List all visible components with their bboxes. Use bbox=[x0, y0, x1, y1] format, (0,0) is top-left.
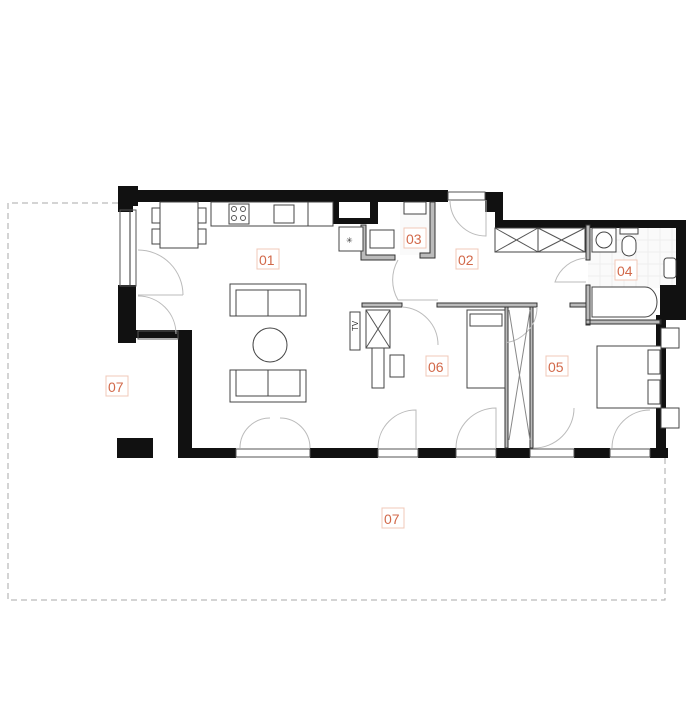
terrace-outline bbox=[7, 202, 666, 601]
living-furniture: TV bbox=[229, 283, 361, 403]
room-labels: 01 02 03 04 05 06 07 07 bbox=[105, 227, 638, 529]
exterior-walls bbox=[117, 186, 686, 458]
svg-text:04: 04 bbox=[617, 263, 633, 279]
room-label-07-bottom: 07 bbox=[381, 507, 405, 529]
bedroom-06-furniture bbox=[365, 309, 531, 441]
svg-text:02: 02 bbox=[458, 252, 474, 268]
interior-walls bbox=[360, 201, 662, 449]
svg-text:01: 01 bbox=[259, 252, 275, 268]
room-label-02: 02 bbox=[455, 248, 479, 270]
svg-text:07: 07 bbox=[384, 511, 400, 527]
room-label-07-left: 07 bbox=[105, 375, 129, 397]
svg-text:07: 07 bbox=[108, 379, 124, 395]
windows bbox=[119, 191, 651, 458]
room-label-05: 05 bbox=[545, 355, 569, 377]
tv-label: TV bbox=[351, 320, 360, 331]
svg-text:03: 03 bbox=[406, 231, 422, 247]
kitchen: ✳ bbox=[151, 201, 364, 252]
room-label-01: 01 bbox=[256, 248, 280, 270]
door-swings bbox=[137, 199, 651, 449]
bathroom-fixtures bbox=[369, 201, 677, 325]
vent-icon: ✳ bbox=[346, 236, 353, 245]
room-label-06: 06 bbox=[425, 355, 449, 377]
svg-text:06: 06 bbox=[428, 359, 444, 375]
bedroom-05-furniture bbox=[596, 327, 680, 429]
svg-text:05: 05 bbox=[548, 359, 564, 375]
room-label-04: 04 bbox=[614, 259, 638, 281]
room-label-03: 03 bbox=[403, 227, 427, 249]
